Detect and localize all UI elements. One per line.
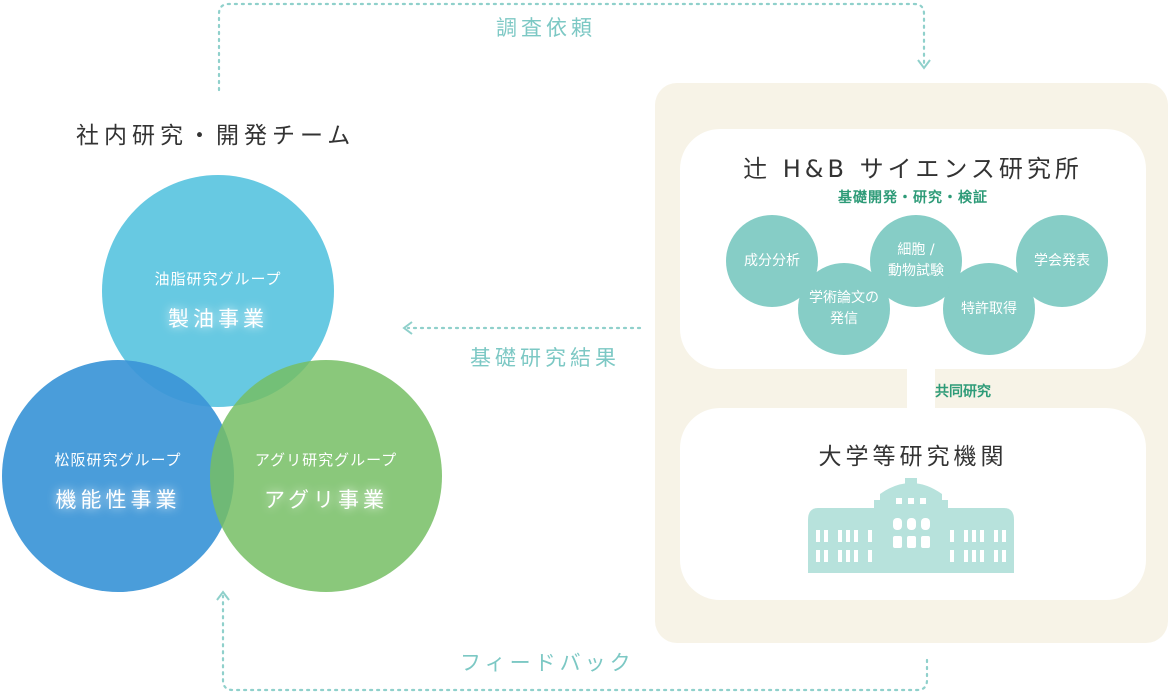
team-title: 社内研究・開発チーム [76, 116, 355, 150]
results-label: 基礎研究結果 [470, 342, 620, 372]
agri-business: アグリ事業 [226, 484, 426, 514]
bubble-conference: 学会発表 [1016, 215, 1108, 307]
oil-business: 製油事業 [118, 303, 318, 333]
joint-research-label: 共同研究 [935, 381, 991, 401]
card-connector [907, 369, 935, 408]
university-building-icon [808, 478, 1014, 573]
functional-business: 機能性事業 [18, 484, 218, 514]
institute-subtitle: 基礎開発・研究・検証 [680, 187, 1146, 207]
agri-group-name: アグリ研究グループ [226, 449, 426, 470]
matsusaka-group: 松阪研究グループ 機能性事業 [18, 449, 218, 514]
matsusaka-group-name: 松阪研究グループ [18, 449, 218, 470]
request-label: 調査依頼 [496, 12, 596, 42]
agri-group: アグリ研究グループ アグリ事業 [226, 449, 426, 514]
institute-title: 辻 H&B サイエンス研究所 [680, 149, 1146, 184]
oil-group-name: 油脂研究グループ [118, 268, 318, 289]
feedback-label: フィードバック [460, 647, 635, 677]
oil-group: 油脂研究グループ 製油事業 [118, 268, 318, 333]
university-title: 大学等研究機関 [680, 437, 1146, 471]
